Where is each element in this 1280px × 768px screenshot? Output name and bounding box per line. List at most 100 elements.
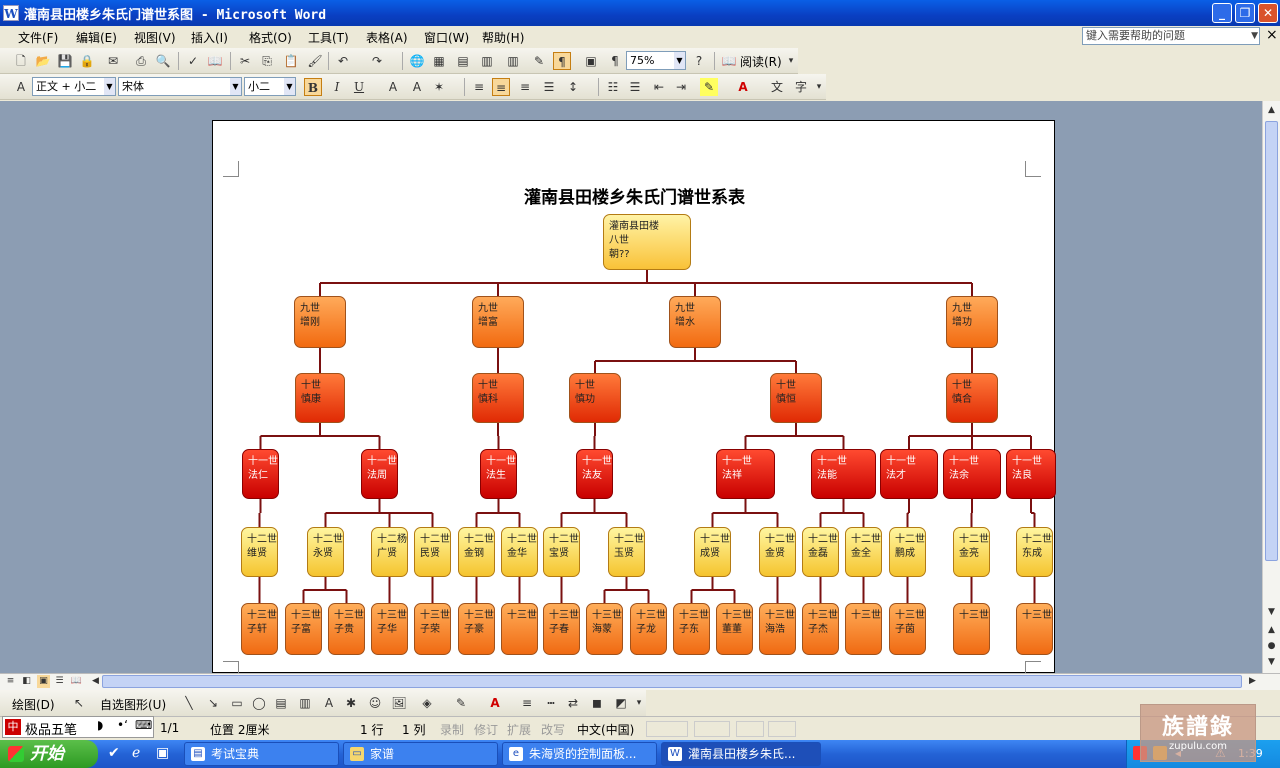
columns-icon[interactable]: ▥ bbox=[507, 54, 519, 68]
task-button[interactable]: ▭家谱 bbox=[343, 742, 498, 766]
minimize-button[interactable]: _ bbox=[1212, 3, 1232, 23]
diagram-icon[interactable]: ✱ bbox=[345, 696, 357, 710]
menu-help[interactable]: 帮助(H) bbox=[482, 31, 525, 45]
start-button[interactable]: 开始 bbox=[0, 740, 98, 768]
genealogy-node[interactable]: 十世 慎合 bbox=[946, 373, 998, 423]
genealogy-node[interactable]: 十三世 子荣 bbox=[414, 603, 451, 655]
maximize-button[interactable]: ❐ bbox=[1235, 3, 1255, 23]
genealogy-node[interactable]: 十三世 bbox=[1016, 603, 1053, 655]
styles-formatting-icon[interactable]: A bbox=[16, 80, 26, 94]
font-select[interactable]: 宋体▼ bbox=[118, 77, 242, 96]
genealogy-node[interactable]: 十二世 鹏成 bbox=[889, 527, 926, 577]
format-painter-icon[interactable]: 🖌 bbox=[307, 54, 323, 68]
genealogy-node[interactable]: 十世 慎康 bbox=[295, 373, 345, 423]
scroll-up-icon[interactable]: ▲ bbox=[1268, 105, 1275, 115]
genealogy-node[interactable]: 九世 增富 bbox=[472, 296, 524, 348]
genealogy-node[interactable]: 十二世 玉贤 bbox=[608, 527, 645, 577]
genealogy-node[interactable]: 十三世 子华 bbox=[371, 603, 408, 655]
genealogy-node[interactable]: 十三世 子东 bbox=[673, 603, 710, 655]
research-icon[interactable]: 📖 bbox=[207, 54, 223, 68]
ime-punct-icon[interactable]: •‘ bbox=[117, 718, 128, 732]
chevron-down-icon[interactable]: ▼ bbox=[104, 78, 115, 95]
web-view-icon[interactable]: ◧ bbox=[22, 676, 31, 686]
scroll-left-icon[interactable]: ◀ bbox=[92, 676, 99, 686]
char-scale-icon[interactable]: ✶ bbox=[433, 80, 445, 94]
reading-view-icon[interactable]: 📖 bbox=[70, 676, 83, 686]
cut-icon[interactable]: ✂ bbox=[239, 54, 251, 68]
genealogy-node[interactable]: 十二世 金全 bbox=[845, 527, 882, 577]
read-mode-icon[interactable]: 📖 bbox=[721, 54, 737, 68]
genealogy-node[interactable]: 十一世 法生 bbox=[480, 449, 517, 499]
toolbar-options-icon[interactable]: ▾ bbox=[788, 56, 794, 66]
show-hide-icon[interactable]: ¶ bbox=[553, 52, 571, 70]
toolbar-options-icon[interactable]: ▾ bbox=[816, 82, 822, 92]
genealogy-node[interactable]: 十二世 金贤 bbox=[759, 527, 796, 577]
dash-style-icon[interactable]: ┅ bbox=[547, 696, 555, 710]
genealogy-node[interactable]: 十三世 子春 bbox=[543, 603, 580, 655]
genealogy-node[interactable]: 十一世 法良 bbox=[1006, 449, 1056, 499]
next-page-icon[interactable]: ▼ bbox=[1268, 657, 1275, 667]
close-button[interactable]: ✕ bbox=[1258, 3, 1278, 23]
read-button[interactable]: 阅读(R) bbox=[740, 55, 782, 69]
line-style-icon[interactable]: ≡ bbox=[521, 696, 533, 710]
menu-file[interactable]: 文件(F) bbox=[18, 31, 59, 45]
status-track-changes[interactable]: 修订 bbox=[474, 723, 499, 737]
ime-keyboard-icon[interactable]: ⌨ bbox=[135, 718, 153, 732]
horizontal-scroll-thumb[interactable] bbox=[102, 675, 1242, 688]
scroll-right-icon[interactable]: ▶ bbox=[1249, 676, 1256, 686]
ime-toolbar[interactable]: 中 极品五笔 ◗ •‘ ⌨ bbox=[2, 716, 154, 738]
document-close-button[interactable]: × bbox=[1266, 27, 1278, 43]
wordart-icon[interactable]: A bbox=[324, 696, 334, 710]
insert-excel-icon[interactable]: ▥ bbox=[481, 54, 493, 68]
insert-table-icon[interactable]: ▤ bbox=[457, 54, 469, 68]
genealogy-node[interactable]: 十一世 法才 bbox=[880, 449, 938, 499]
distribute-icon[interactable]: ☰ bbox=[543, 80, 555, 94]
genealogy-node[interactable]: 十二杨 广贤 bbox=[371, 527, 408, 577]
toolbar-options-icon[interactable]: ▾ bbox=[636, 698, 642, 708]
zoom-select[interactable]: 75%▼ bbox=[626, 51, 686, 70]
vertical-textbox-icon[interactable]: ▥ bbox=[299, 696, 311, 710]
genealogy-node[interactable]: 十二世 东成 bbox=[1016, 527, 1053, 577]
genealogy-node[interactable]: 十三世 bbox=[501, 603, 538, 655]
paste-icon[interactable]: 📋 bbox=[283, 54, 299, 68]
textbox-icon[interactable]: ▤ bbox=[275, 696, 287, 710]
menu-format[interactable]: 格式(O) bbox=[249, 31, 292, 45]
save-icon[interactable]: 💾 bbox=[57, 54, 73, 68]
status-record[interactable]: 录制 bbox=[440, 723, 465, 737]
genealogy-node[interactable]: 十世 慎恒 bbox=[770, 373, 822, 423]
redo-icon[interactable]: ↷ bbox=[371, 54, 383, 68]
copy-icon[interactable]: ⎘ bbox=[262, 54, 272, 68]
genealogy-node[interactable]: 十二世 成贤 bbox=[694, 527, 731, 577]
prev-page-icon[interactable]: ▲ bbox=[1268, 625, 1275, 635]
genealogy-node[interactable]: 十一世 法仁 bbox=[242, 449, 279, 499]
menu-insert[interactable]: 插入(I) bbox=[191, 31, 228, 45]
picture-icon[interactable]: 🖼 bbox=[391, 696, 407, 710]
decrease-indent-icon[interactable]: ⇤ bbox=[653, 80, 665, 94]
fill-color-icon[interactable]: ◈ bbox=[422, 696, 432, 710]
hyperlink-icon[interactable]: 🌐 bbox=[409, 54, 425, 68]
style-select[interactable]: 正文 + 小二▼ bbox=[32, 77, 116, 96]
genealogy-node[interactable]: 十三世 董董 bbox=[716, 603, 753, 655]
line-color-icon[interactable]: ✎ bbox=[455, 696, 467, 710]
align-left-icon[interactable]: ≡ bbox=[473, 80, 485, 94]
genealogy-node[interactable]: 九世 增水 bbox=[669, 296, 721, 348]
genealogy-node[interactable]: 十三世 子龙 bbox=[630, 603, 667, 655]
document-page[interactable]: 灌南县田楼乡朱氏门谱世系表 灌南县田楼 八世 朝??九世 增刚九世 增富九世 增… bbox=[212, 120, 1056, 677]
genealogy-node[interactable]: 十三世 bbox=[953, 603, 990, 655]
genealogy-node[interactable]: 十三世 海浩 bbox=[759, 603, 796, 655]
spelling-icon[interactable]: ✓ bbox=[187, 54, 199, 68]
outline-view-icon[interactable]: ☰ bbox=[55, 676, 64, 686]
genealogy-node[interactable]: 十二世 宝贤 bbox=[543, 527, 580, 577]
genealogy-node[interactable]: 十一世 法能 bbox=[811, 449, 876, 499]
line-tool-icon[interactable]: ╲ bbox=[185, 696, 193, 710]
bold-button[interactable]: B bbox=[304, 78, 322, 96]
ie-icon[interactable]: ℯ bbox=[132, 745, 141, 761]
enclose-char-icon[interactable]: 字 bbox=[794, 80, 807, 94]
vertical-scrollbar[interactable]: ▲ ▼ ▲ ● ▼ bbox=[1262, 101, 1280, 673]
genealogy-node[interactable]: 十二世 金磊 bbox=[802, 527, 839, 577]
char-shading-icon[interactable]: A bbox=[412, 80, 422, 94]
arrow-tool-icon[interactable]: ↘ bbox=[207, 696, 219, 710]
select-browse-icon[interactable]: ● bbox=[1267, 641, 1276, 651]
font-color-icon[interactable]: A bbox=[738, 80, 748, 94]
